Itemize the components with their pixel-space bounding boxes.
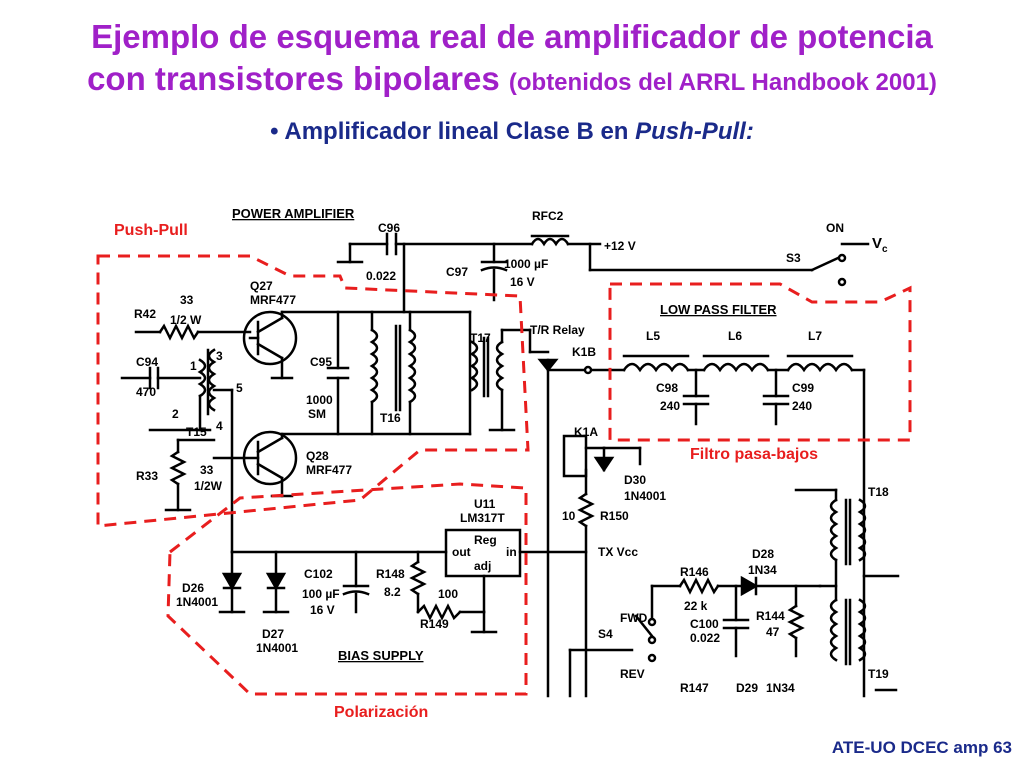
label-r147: R147: [680, 681, 709, 695]
label-c99-value: 240: [792, 399, 812, 413]
label-bias-supply: BIAS SUPPLY: [338, 648, 424, 663]
label-d27: D27: [262, 627, 284, 641]
label-t15: T15: [186, 425, 207, 439]
label-d29-part: 1N34: [766, 681, 795, 695]
label-reg: Reg: [474, 533, 497, 547]
subtitle-italic: Push-Pull:: [635, 118, 754, 145]
label-tx-vcc: TX Vcc: [598, 545, 638, 559]
label-t15-pin3: 3: [216, 349, 223, 363]
label-reg-in: in: [506, 545, 517, 559]
label-fwd: FWD: [620, 611, 648, 625]
annotation-push-pull: Push-Pull: [114, 222, 188, 239]
label-r144-value: 47: [766, 625, 780, 639]
label-vc: Vc: [872, 235, 888, 255]
label-c99: C99: [792, 381, 814, 395]
label-q28: Q28: [306, 449, 329, 463]
label-c100: C100: [690, 617, 719, 631]
label-r150: R150: [600, 509, 629, 523]
label-r148: R148: [376, 567, 405, 581]
label-t15-pin4: 4: [216, 419, 223, 433]
label-r146: R146: [680, 565, 709, 579]
label-tr-relay: T/R Relay: [530, 323, 585, 337]
label-c97-value: 1000 µF: [504, 257, 548, 271]
label-t19: T19: [868, 667, 889, 681]
annotation-filtro: Filtro pasa-bajos: [690, 446, 819, 463]
label-q27: Q27: [250, 279, 273, 293]
label-r144: R144: [756, 609, 785, 623]
label-c102: C102: [304, 567, 333, 581]
label-t17: T17: [470, 331, 491, 345]
label-k1b: K1B: [572, 345, 596, 359]
label-c95-value: 1000: [306, 393, 333, 407]
label-t15-pin2: 2: [172, 407, 179, 421]
label-t15-pin1: 1: [190, 359, 197, 373]
label-c96-value: 0.022: [366, 269, 396, 283]
label-d26-part: 1N4001: [176, 595, 218, 609]
title-source: (obtenidos del ARRL Handbook 2001): [508, 69, 937, 96]
label-12v: +12 V: [604, 239, 636, 253]
label-r42-value: 33: [180, 293, 194, 307]
label-r42-watt: 1/2 W: [170, 313, 202, 327]
label-reg-adj: adj: [474, 559, 491, 573]
label-d30-part: 1N4001: [624, 489, 666, 503]
label-on: ON: [826, 221, 844, 235]
label-reg-out: out: [452, 545, 471, 559]
label-q28-part: MRF477: [306, 463, 352, 477]
label-l6: L6: [728, 329, 742, 343]
label-c98: C98: [656, 381, 678, 395]
label-power-amplifier: POWER AMPLIFIER: [232, 206, 355, 221]
label-rev: REV: [620, 667, 645, 681]
label-t18: T18: [868, 485, 889, 499]
label-d26: D26: [182, 581, 204, 595]
label-r149: R149: [420, 617, 449, 631]
title-main: con transistores bipolares: [87, 60, 500, 97]
subtitle-prefix: Amplificador lineal Clase B en: [284, 118, 629, 145]
label-q27-part: MRF477: [250, 293, 296, 307]
label-c94: C94: [136, 355, 158, 369]
label-d27-part: 1N4001: [256, 641, 298, 655]
label-r146-value: 22 k: [684, 599, 708, 613]
label-s3: S3: [786, 251, 801, 265]
label-low-pass-filter: LOW PASS FILTER: [660, 302, 777, 317]
label-u11: U11: [474, 497, 496, 511]
label-r148-value: 8.2: [384, 585, 401, 599]
label-r42: R42: [134, 307, 156, 321]
bullet: •: [270, 118, 279, 145]
slide-title-line2: con transistores bipolares (obtenidos de…: [0, 60, 1024, 98]
label-d28: D28: [752, 547, 774, 561]
label-r33-value: 33: [200, 463, 214, 477]
label-c98-value: 240: [660, 399, 680, 413]
slide-subtitle: • Amplificador lineal Clase B en Push-Pu…: [0, 118, 1024, 146]
annotation-polarizacion: Polarización: [334, 704, 429, 721]
label-s4: S4: [598, 627, 613, 641]
slide-title-line1: Ejemplo de esquema real de amplificador …: [91, 18, 933, 55]
label-c102-voltage: 16 V: [310, 603, 335, 617]
label-c97: C97: [446, 265, 468, 279]
label-r149-value: 100: [438, 587, 458, 601]
label-l5: L5: [646, 329, 660, 343]
label-t15-pin5: 5: [236, 381, 243, 395]
label-r150-value: 10: [562, 509, 576, 523]
label-c97-voltage: 16 V: [510, 275, 535, 289]
label-r33: R33: [136, 469, 158, 483]
label-k1a: K1A: [574, 425, 598, 439]
slide-footer: ATE-UO DCEC amp 63: [831, 738, 1012, 757]
label-c96: C96: [378, 221, 400, 235]
label-c95-sm: SM: [308, 407, 326, 421]
label-l7: L7: [808, 329, 822, 343]
label-c100-value: 0.022: [690, 631, 720, 645]
label-c95: C95: [310, 355, 332, 369]
label-d29: D29: [736, 681, 758, 695]
label-c102-value: 100 µF: [302, 587, 340, 601]
label-r33-watt: 1/2W: [194, 479, 223, 493]
label-u11-part: LM317T: [460, 511, 505, 525]
label-d30: D30: [624, 473, 646, 487]
label-d28-part: 1N34: [748, 563, 777, 577]
label-c94-value: 470: [136, 385, 156, 399]
label-t16: T16: [380, 411, 401, 425]
label-rfc2: RFC2: [532, 209, 564, 223]
